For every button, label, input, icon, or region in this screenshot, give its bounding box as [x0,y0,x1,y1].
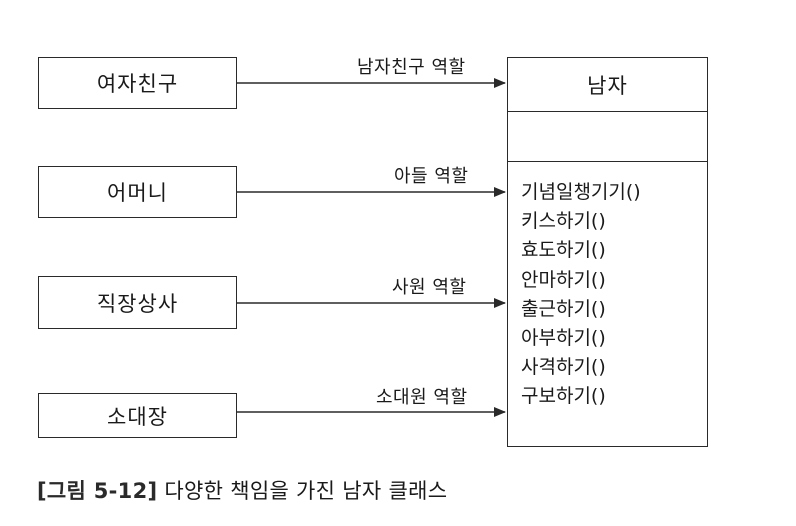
role-box-mother: 어머니 [38,166,237,218]
figure-caption-text: 다양한 책임을 가진 남자 클래스 [164,479,448,503]
method-item: 키스하기() [521,210,606,233]
figure-number: [그림 5-12] [37,479,158,503]
class-name: 남자 [508,58,707,112]
arrow-label-son-role: 아들 역할 [394,166,469,187]
method-item: 구보하기() [521,385,606,408]
role-box-platoon-leader: 소대장 [38,393,237,438]
class-attributes [508,112,707,162]
method-item: 효도하기() [521,239,606,262]
role-box-girlfriend: 여자친구 [38,57,237,109]
class-box-man: 남자 기념일챙기기() 키스하기() 효도하기() 안마하기() 출근하기() … [507,57,708,447]
arrow-label-soldier-role: 소대원 역할 [376,387,468,408]
method-item: 안마하기() [521,268,606,291]
class-methods: 기념일챙기기() 키스하기() 효도하기() 안마하기() 출근하기() 아부하… [508,162,707,412]
method-item: 아부하기() [521,327,606,350]
role-box-boss: 직장상사 [38,276,237,329]
arrow-label-employee-role: 사원 역할 [392,277,467,298]
figure-caption: [그림 5-12] 다양한 책임을 가진 남자 클래스 [37,475,447,505]
arrow-label-boyfriend-role: 남자친구 역할 [357,57,466,78]
method-item: 사격하기() [521,356,606,379]
method-item: 출근하기() [521,297,606,320]
method-item: 기념일챙기기() [521,181,641,203]
